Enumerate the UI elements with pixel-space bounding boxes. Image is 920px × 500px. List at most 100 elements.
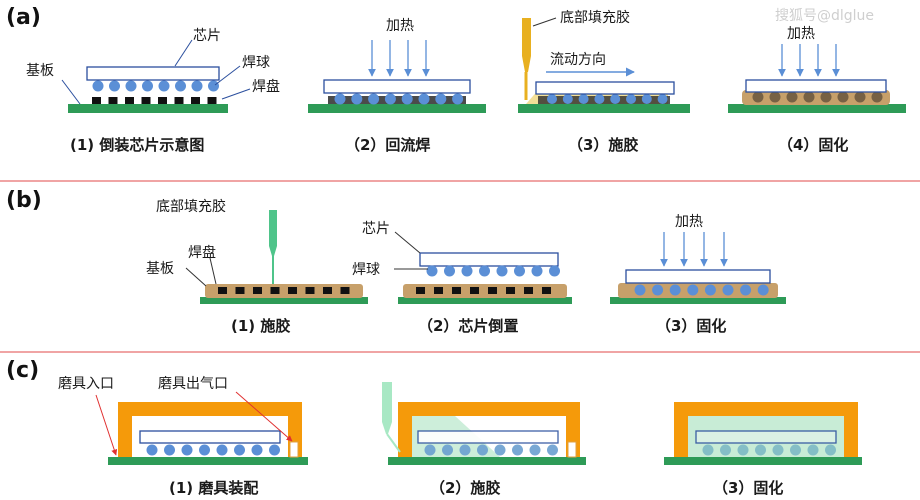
pad — [288, 287, 297, 294]
pad — [524, 287, 533, 294]
solder-bump — [459, 444, 471, 456]
section-c-tag: (c) — [6, 358, 39, 383]
substrate — [388, 457, 586, 465]
caption-c1: (1) 磨具装配 — [169, 479, 258, 497]
substrate-label: 基板 — [146, 260, 174, 277]
solder-bump — [442, 444, 453, 456]
solder-bump — [594, 94, 605, 104]
solder-bump — [687, 284, 699, 296]
bump-row — [424, 444, 558, 456]
bump-row — [92, 80, 219, 92]
needle-tip — [382, 422, 392, 434]
mold-frame — [118, 402, 302, 457]
pad-leader — [209, 257, 217, 285]
caption-c2: （2）施胶 — [430, 479, 500, 497]
solder-bump — [786, 91, 798, 103]
a2-reflow: 加热 （2）回流焊 — [308, 18, 486, 154]
solder-bump — [142, 80, 153, 92]
pad — [340, 287, 350, 294]
solder-bump — [444, 265, 455, 277]
bump-row — [634, 284, 769, 296]
mold-vent — [289, 441, 299, 458]
pad — [158, 97, 167, 104]
pad — [235, 287, 245, 294]
b2-chip-flip: 芯片 焊球 （2）芯片倒置 — [352, 221, 572, 335]
chip — [745, 79, 887, 93]
chip — [86, 66, 220, 81]
bump-row — [547, 94, 668, 104]
pad-row — [218, 287, 350, 294]
caption-a4: （4）固化 — [778, 136, 848, 154]
solder-bump — [514, 265, 525, 277]
solder-bump — [652, 284, 664, 296]
solder-bump — [820, 91, 832, 103]
solder-bump — [234, 444, 245, 456]
solder-bump — [125, 80, 137, 92]
caption-c3: （3）固化 — [713, 479, 783, 497]
substrate — [518, 104, 690, 113]
solder-bump — [720, 444, 731, 456]
c3-cure: （3）固化 — [664, 402, 862, 497]
solder-bump — [547, 94, 557, 104]
a4-cure: 加热 （4）固化 — [728, 26, 906, 154]
caption-b1: (1) 施胶 — [231, 317, 290, 335]
b3-cure: 加热 （3）固化 — [610, 214, 786, 335]
bump-label: 焊球 — [352, 262, 380, 278]
solder-bump — [435, 93, 447, 105]
solder-bump — [479, 265, 490, 277]
substrate — [398, 297, 572, 304]
mold-frame — [674, 402, 858, 457]
pad — [506, 287, 515, 294]
solder-bump — [634, 284, 646, 296]
underfill-label: 底部填充胶 — [560, 9, 630, 26]
watermark: 搜狐号@dlglue — [775, 8, 874, 24]
solder-bump — [164, 444, 175, 456]
chip — [139, 430, 281, 444]
pad — [323, 287, 332, 294]
caption-a3: （3）施胶 — [568, 136, 638, 154]
pad-row — [92, 97, 217, 104]
pad — [207, 97, 217, 104]
pad — [174, 97, 184, 104]
underfill-label: 底部填充胶 — [156, 198, 226, 215]
bump-row — [146, 444, 280, 456]
solder-bump — [368, 93, 380, 105]
bump-leader — [214, 65, 241, 86]
pad-strip — [328, 96, 466, 104]
solder-bump — [384, 93, 396, 105]
solder-bump — [837, 91, 849, 103]
substrate — [108, 457, 308, 465]
pad — [191, 97, 200, 104]
pad — [305, 287, 315, 294]
pad — [92, 97, 101, 104]
needle-body — [382, 382, 392, 422]
chip — [417, 430, 559, 444]
solder-bump — [562, 94, 573, 104]
solder-bump — [871, 91, 883, 103]
solder-bump — [494, 444, 506, 456]
bump-row — [752, 91, 883, 103]
needle-body — [522, 18, 531, 56]
chip-leader — [174, 39, 193, 67]
solder-bump — [334, 93, 346, 105]
solder-bump — [757, 284, 769, 296]
heat-label: 加热 — [386, 18, 414, 34]
chip-label: 芯片 — [362, 221, 390, 237]
solder-bump — [426, 265, 438, 277]
pad-row — [416, 287, 551, 294]
solder-bump — [269, 444, 280, 456]
solder-bump — [418, 93, 430, 105]
solder-bump — [199, 444, 210, 456]
solder-bump — [175, 80, 186, 92]
bump-label: 焊球 — [242, 55, 270, 71]
solder-bump — [208, 80, 219, 92]
solder-bump — [641, 94, 652, 104]
chip — [323, 79, 471, 94]
chip — [419, 252, 559, 267]
solder-bump — [752, 91, 764, 103]
heat-label: 加热 — [675, 214, 703, 230]
solder-bump — [769, 91, 781, 103]
mold-frame — [398, 402, 580, 457]
pad — [125, 97, 134, 104]
chip — [695, 430, 837, 444]
